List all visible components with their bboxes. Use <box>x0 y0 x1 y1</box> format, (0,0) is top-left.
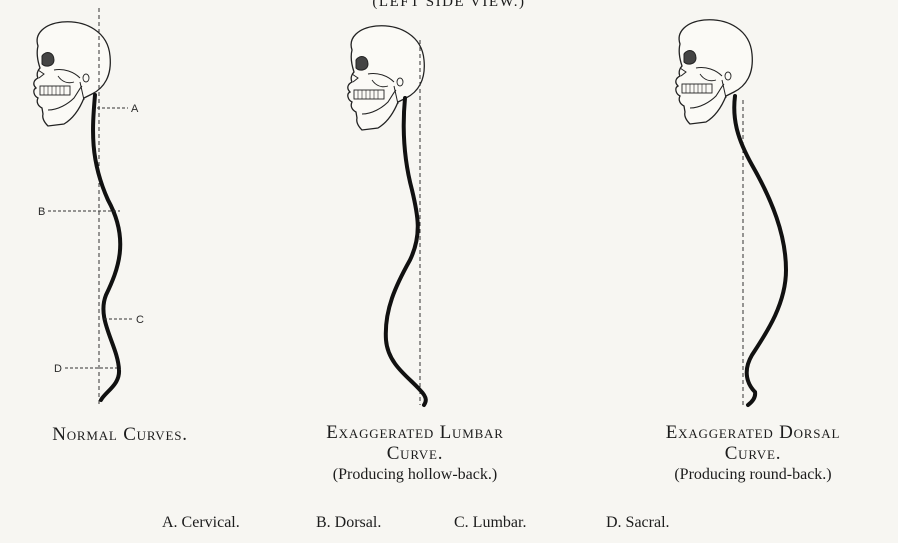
marker-c: C <box>136 314 144 326</box>
skull-icon <box>348 26 424 130</box>
legend-item: C. Lumbar. <box>454 514 526 532</box>
caption-subtitle: (Producing round-back.) <box>612 464 894 485</box>
figure-dorsal-curve <box>676 20 786 405</box>
skull-icon <box>676 20 752 124</box>
caption-title-line2: Curve. <box>612 443 894 464</box>
caption-subtitle: (Producing hollow-back.) <box>270 464 560 485</box>
spine-curve <box>734 96 786 405</box>
caption-lumbar: Exaggerated Lumbar Curve. (Producing hol… <box>270 422 560 485</box>
caption-title: Exaggerated Lumbar <box>270 422 560 443</box>
figure-normal-curves: A B C D <box>34 8 144 405</box>
caption-dorsal: Exaggerated Dorsal Curve. (Producing rou… <box>612 422 894 485</box>
legend-item: A. Cervical. <box>162 514 240 532</box>
legend-item: B. Dorsal. <box>316 514 381 532</box>
figure-lumbar-curve <box>348 26 426 405</box>
caption-title: Exaggerated Dorsal <box>612 422 894 443</box>
marker-d: D <box>54 363 62 375</box>
legend-item: D. Sacral. <box>606 514 670 532</box>
caption-title-line2: Curve. <box>270 443 560 464</box>
spine-curve <box>93 95 120 400</box>
marker-b: B <box>38 206 45 218</box>
caption-normal: Normal Curves. <box>0 424 240 445</box>
marker-a: A <box>131 103 139 115</box>
caption-title: Normal Curves. <box>0 424 240 445</box>
